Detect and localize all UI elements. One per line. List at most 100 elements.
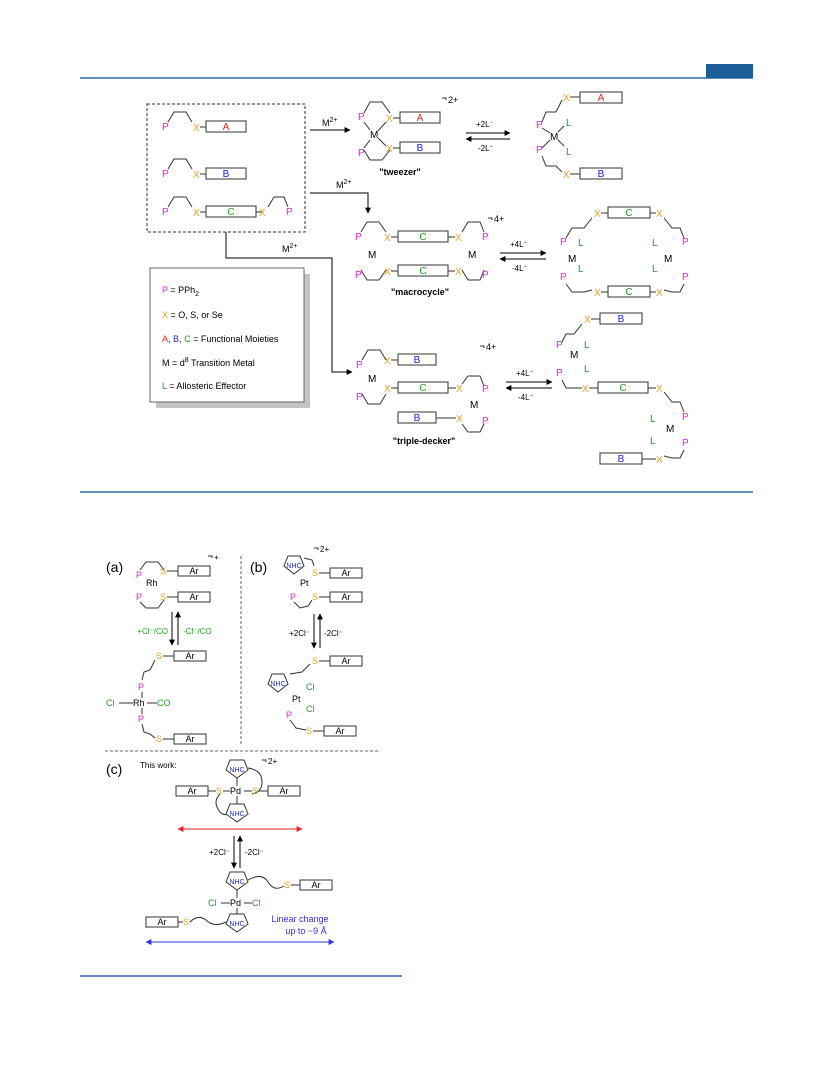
c-label: C	[419, 232, 426, 243]
legend-m: M = d8 Transition Metal	[162, 357, 255, 368]
l-label: L	[650, 414, 656, 425]
c-label: C	[419, 383, 426, 394]
l-label: L	[652, 238, 658, 249]
tweezer-complex: P P M X X A B 2+ "tweezer"	[358, 95, 458, 177]
p-label: P	[355, 270, 362, 281]
ar-label: Ar	[158, 917, 167, 927]
p-label: P	[682, 438, 689, 449]
svg-text:-4L−: -4L−	[518, 393, 534, 402]
x-label: X	[594, 288, 601, 299]
macrocycle-caption: "macrocycle"	[391, 287, 449, 297]
s-label: S	[252, 786, 258, 796]
ar-label: Ar	[186, 651, 195, 661]
l-label: L	[584, 364, 590, 375]
p-label: P	[355, 232, 362, 243]
p-label: P	[356, 392, 363, 403]
x-label: X	[456, 384, 463, 395]
l-label: L	[566, 147, 572, 158]
ar-label: Ar	[342, 568, 351, 578]
m-label: M	[570, 350, 578, 361]
tweezer-open: A X P M L L P X B	[536, 91, 623, 181]
p-label: P	[482, 270, 489, 281]
cl-label: Cl	[208, 898, 217, 908]
p-label: P	[482, 232, 489, 243]
s-label: S	[312, 592, 318, 602]
l-label: L	[566, 118, 572, 129]
ar-label: Ar	[336, 726, 345, 736]
m2-label: M2+	[336, 179, 351, 190]
x-label: X	[193, 123, 200, 134]
ar-label: Ar	[280, 786, 289, 796]
s-label: S	[306, 726, 312, 736]
cl-label: Cl	[306, 704, 315, 714]
m-label: M	[370, 130, 378, 141]
cl-label: Cl	[252, 898, 261, 908]
arrow-to-tripledecker	[225, 232, 353, 375]
svg-text:-4L−: -4L−	[512, 264, 528, 273]
svg-text:+4L−: +4L−	[510, 240, 528, 249]
s-label: S	[156, 651, 162, 661]
b-label: B	[618, 314, 625, 325]
p-label: P	[162, 169, 169, 180]
s-label: S	[312, 568, 318, 578]
c-reverse-label: -2Cl⁻	[245, 848, 264, 857]
panel-a-label: (a)	[106, 559, 123, 575]
x-label: X	[594, 209, 601, 220]
ligand-a: P X A	[162, 111, 247, 134]
l-label: L	[584, 340, 590, 351]
p-label: P	[560, 237, 567, 248]
x-label: X	[563, 170, 570, 181]
panel-c: (c) This work: NHC 2+ Ar S Pd S Ar NHC	[106, 757, 335, 945]
p-label: P	[560, 272, 567, 283]
pd-label: Pd	[230, 898, 241, 908]
x-label: X	[455, 267, 462, 278]
c-label: C	[227, 207, 234, 218]
c-label: C	[419, 266, 426, 277]
m-label: M	[470, 400, 478, 411]
x-label: X	[656, 288, 663, 299]
l-label: L	[578, 238, 584, 249]
p-label: P	[138, 682, 144, 692]
b-label: B	[598, 169, 605, 180]
m-label: M	[666, 424, 674, 435]
panel-c-label: (c)	[106, 761, 122, 777]
equilibrium-tripledecker: +4L− -4L−	[505, 369, 553, 402]
s-label: S	[160, 566, 166, 576]
m2-label: M2+	[282, 243, 297, 254]
arrow-to-macrocycle	[310, 192, 371, 214]
ar-label: Ar	[186, 734, 195, 744]
nhc-label: NHC	[229, 879, 244, 886]
p-label: P	[556, 368, 563, 379]
nhc-label: NHC	[229, 811, 244, 818]
x-label: X	[259, 208, 266, 219]
p-label: P	[682, 272, 689, 283]
b-reverse-label: -2Cl⁻	[324, 629, 343, 638]
p-label: P	[536, 120, 543, 131]
a-label: A	[598, 93, 605, 104]
s-label: S	[183, 917, 189, 927]
b-label: B	[618, 454, 625, 465]
rh-label: Rh	[146, 578, 158, 588]
p-label: P	[162, 122, 169, 133]
p-label: P	[482, 384, 489, 395]
c-label: C	[625, 287, 632, 298]
x-label: X	[584, 315, 591, 326]
b-label: B	[417, 143, 424, 154]
ar-label: Ar	[190, 566, 199, 576]
x-label: X	[456, 414, 463, 425]
a-reverse-label: -Cl⁻/CO	[183, 627, 212, 636]
m-label: M	[550, 132, 558, 143]
co-label: CO	[157, 698, 171, 708]
ar-label: Ar	[188, 786, 197, 796]
x-label: X	[455, 233, 462, 244]
p-label: P	[138, 714, 144, 724]
a-forward-label: +Cl⁻/CO	[137, 627, 168, 636]
tripledecker-caption: "triple-decker"	[393, 436, 456, 446]
legend-l: L = Allosteric Effector	[162, 381, 246, 391]
legend-p: P = PPh2	[162, 285, 199, 298]
m-label: M	[664, 254, 672, 265]
ar-label: Ar	[342, 656, 351, 666]
b-forward-label: +2Cl⁻	[289, 629, 310, 638]
panel-b: (b) NHC Pt S Ar 2+ P S Ar +2Cl⁻ -2Cl⁻ S …	[250, 545, 363, 737]
